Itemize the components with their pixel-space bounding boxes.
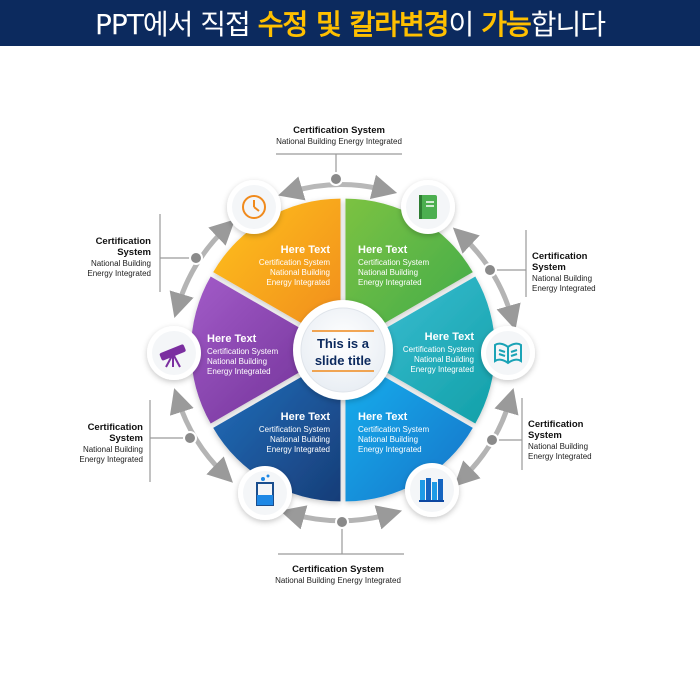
icon-badge-open-book bbox=[481, 326, 535, 380]
label-subtitle: National Building Energy Integrated bbox=[275, 576, 401, 585]
banner-highlight-2: 가능 bbox=[481, 8, 532, 41]
label-title: System bbox=[532, 262, 566, 273]
segment-line: National Building bbox=[358, 435, 418, 444]
label-subtitle: Energy Integrated bbox=[528, 452, 592, 461]
segment-line: Certification System bbox=[259, 425, 330, 434]
label-title: Certification System bbox=[293, 125, 385, 136]
label-subtitle: National Building bbox=[91, 259, 151, 268]
segment-2-text: Here Text Certification System National … bbox=[403, 331, 474, 374]
label-title: System bbox=[109, 433, 143, 444]
segment-wedge-2 bbox=[348, 276, 495, 424]
segment-3-text: Here Text Certification System National … bbox=[358, 411, 429, 454]
segment-title: Here Text bbox=[425, 331, 475, 343]
banner-text-2: 이 bbox=[448, 8, 482, 41]
icon-badge-book bbox=[401, 180, 455, 234]
segment-wedge-1 bbox=[345, 198, 473, 346]
label-title: System bbox=[528, 430, 562, 441]
label-subtitle: National Building bbox=[528, 442, 588, 451]
segment-line: Energy Integrated bbox=[266, 445, 330, 454]
segment-wedge-4 bbox=[213, 354, 341, 502]
center-title-line1: This is a bbox=[317, 336, 370, 351]
segment-title: Here Text bbox=[358, 411, 408, 423]
banner-text-1: PPT에서 직접 bbox=[94, 8, 258, 41]
telescope-icon bbox=[159, 344, 186, 368]
label-subtitle: National Building Energy Integrated bbox=[276, 137, 402, 146]
segment-line: Energy Integrated bbox=[207, 367, 271, 376]
segment-0-text: Here Text Certification System National … bbox=[259, 244, 330, 287]
banner-title: PPT에서 직접 수정 및 칼라변경이 가능합니다 bbox=[94, 3, 606, 43]
segment-1-text: Here Text Certification System National … bbox=[358, 244, 429, 287]
banner-highlight-1: 수정 및 칼라변경 bbox=[257, 8, 450, 41]
segment-line: National Building bbox=[207, 357, 267, 366]
label-left-lower: Certification System National Building E… bbox=[79, 422, 143, 464]
label-title: Certification bbox=[528, 419, 584, 430]
icon-badge-beaker bbox=[238, 466, 292, 520]
segment-line: Certification System bbox=[403, 345, 474, 354]
label-title: Certification bbox=[88, 422, 144, 433]
label-right-upper: Certification System National Building E… bbox=[532, 251, 596, 293]
clock-icon bbox=[242, 195, 266, 219]
book-icon bbox=[419, 195, 437, 219]
label-subtitle: National Building bbox=[83, 445, 143, 454]
icon-badge-telescope bbox=[147, 326, 201, 380]
open-book-icon bbox=[494, 342, 522, 365]
segment-title: Here Text bbox=[281, 411, 331, 423]
label-subtitle: Energy Integrated bbox=[79, 455, 143, 464]
label-title: Certification bbox=[532, 251, 588, 262]
segment-4-text: Here Text Certification System National … bbox=[259, 411, 330, 454]
segment-title: Here Text bbox=[281, 244, 331, 256]
label-title: Certification bbox=[96, 236, 152, 247]
label-title: Certification System bbox=[292, 564, 384, 575]
beaker-icon bbox=[256, 474, 274, 506]
label-bottom: Certification System National Building E… bbox=[275, 564, 401, 585]
top-banner: PPT에서 직접 수정 및 칼라변경이 가능합니다 bbox=[0, 0, 700, 46]
segment-line: National Building bbox=[414, 355, 474, 364]
segment-5-text: Here Text Certification System National … bbox=[207, 333, 278, 376]
center-hub: This is a slide title bbox=[293, 300, 393, 400]
label-left-upper: Certification System National Building E… bbox=[87, 236, 151, 278]
segment-line: Certification System bbox=[207, 347, 278, 356]
segment-title: Here Text bbox=[207, 333, 257, 345]
center-title-line2: slide title bbox=[315, 353, 371, 368]
segment-line: Energy Integrated bbox=[410, 365, 474, 374]
icon-badge-books bbox=[405, 463, 459, 517]
label-title: System bbox=[117, 247, 151, 258]
segment-wedge-0 bbox=[213, 198, 341, 346]
segment-wedge-5 bbox=[191, 276, 338, 424]
books-icon bbox=[419, 478, 444, 502]
wedges bbox=[191, 198, 495, 502]
segment-line: Certification System bbox=[358, 258, 429, 267]
segment-line: Energy Integrated bbox=[358, 278, 422, 287]
connector-dots bbox=[183, 172, 499, 529]
segment-line: National Building bbox=[270, 268, 330, 277]
segment-title: Here Text bbox=[358, 244, 408, 256]
segment-line: National Building bbox=[270, 435, 330, 444]
banner-text-3: 합니다 bbox=[530, 8, 606, 41]
label-subtitle: Energy Integrated bbox=[87, 269, 151, 278]
label-subtitle: National Building bbox=[532, 274, 592, 283]
segment-line: Energy Integrated bbox=[266, 278, 330, 287]
segment-line: Energy Integrated bbox=[358, 445, 422, 454]
label-subtitle: Energy Integrated bbox=[532, 284, 596, 293]
label-top: Certification System National Building E… bbox=[276, 125, 402, 146]
segment-line: Certification System bbox=[259, 258, 330, 267]
segment-line: Certification System bbox=[358, 425, 429, 434]
icon-badge-clock bbox=[227, 180, 281, 234]
segment-line: National Building bbox=[358, 268, 418, 277]
label-right-lower: Certification System National Building E… bbox=[528, 419, 592, 461]
